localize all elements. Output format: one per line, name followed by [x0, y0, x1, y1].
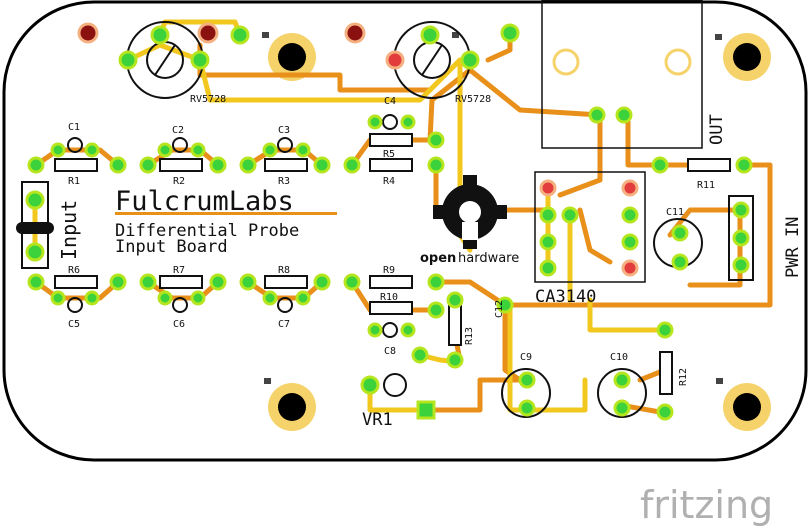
ic-label: CA3140: [535, 287, 596, 307]
subtitle-line1: Differential Probe: [115, 221, 299, 241]
label-c8: C8: [384, 346, 396, 357]
label-r2: R2: [173, 176, 185, 187]
red-pads: [77, 22, 639, 277]
label-c3: C3: [278, 125, 290, 136]
label-c5: C5: [68, 319, 80, 330]
pads: [25, 23, 753, 421]
label-r5: R5: [383, 149, 395, 160]
label-r3: R3: [278, 176, 290, 187]
label-r8: R8: [278, 265, 290, 276]
pwr-connector: [728, 195, 754, 281]
capacitor-bodies: [67, 114, 703, 418]
resistor-bodies: [54, 133, 731, 395]
pwr-label: PWR IN: [783, 217, 803, 278]
label-c2: C2: [172, 125, 184, 136]
out-label: OUT: [707, 114, 727, 145]
subtitle-line2: Input Board: [115, 237, 228, 257]
label-r1: R1: [68, 176, 80, 187]
ic-socket: [534, 171, 646, 283]
brand-underline: [115, 212, 337, 215]
label-r6: R6: [68, 265, 80, 276]
label-c6: C6: [173, 319, 185, 330]
lock-icons: [262, 32, 723, 384]
fritzing-watermark: fritzing: [640, 483, 773, 527]
label-c11: C11: [666, 207, 684, 218]
label-pot-right: RV5728: [455, 94, 491, 105]
label-r4: R4: [383, 176, 395, 187]
board-outline: [2, 0, 808, 462]
brand-text: FulcrumLabs: [115, 186, 294, 217]
label-r10: R10: [380, 292, 398, 303]
label-c4: C4: [384, 96, 396, 107]
oshw-logo: [433, 175, 507, 249]
mounting-holes: [268, 33, 771, 431]
label-c9: C9: [520, 352, 532, 363]
component-labels: RV5728 RV5728 C1 C2 C3 C4 C5 C6 C7 C8 C9…: [68, 94, 715, 363]
label-r12: R12: [678, 368, 689, 386]
input-label: Input: [57, 200, 81, 260]
label-c7: C7: [278, 319, 290, 330]
label-r9: R9: [383, 265, 395, 276]
label-c10: C10: [610, 352, 628, 363]
label-r13: R13: [464, 327, 475, 345]
label-r11: R11: [697, 180, 715, 191]
oshw-label1: open: [420, 251, 456, 266]
label-pot-left: RV5728: [190, 94, 226, 105]
out-connector: [541, 0, 703, 149]
oshw-label2: hardware: [458, 251, 519, 266]
label-c12: C12: [494, 300, 505, 318]
label-c1: C1: [68, 122, 80, 133]
label-vr1: VR1: [362, 410, 393, 430]
label-r7: R7: [173, 265, 185, 276]
input-connector: [16, 181, 54, 269]
